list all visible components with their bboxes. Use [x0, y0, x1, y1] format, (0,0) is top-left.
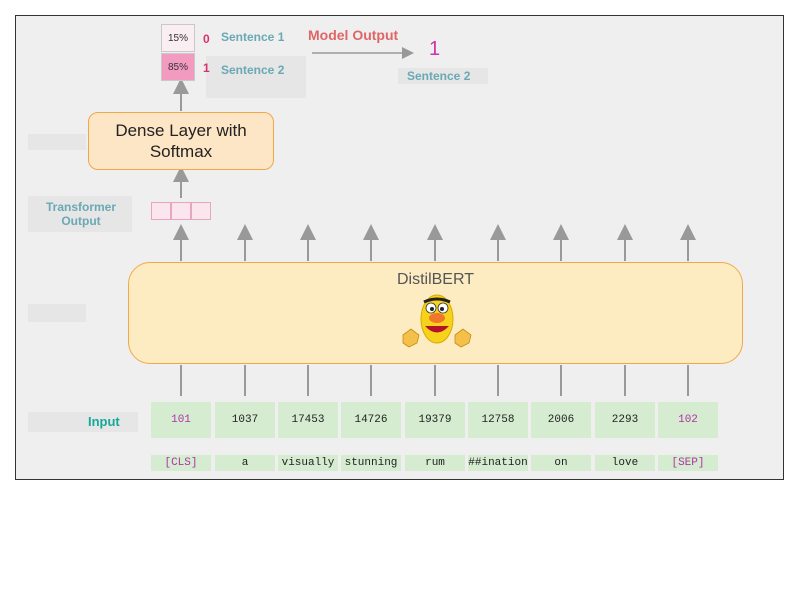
dense-layer-box: Dense Layer with Softmax	[88, 112, 274, 170]
token-text: [SEP]	[658, 455, 718, 471]
shade-panel	[28, 304, 86, 322]
token-id: 14726	[341, 402, 401, 438]
shade-panel	[28, 196, 132, 232]
token-id: 1037	[215, 402, 275, 438]
transformer-output-label: Transformer Output	[45, 200, 117, 228]
transformer-output-cell	[151, 202, 171, 220]
transformer-output-cell	[191, 202, 211, 220]
token-id: 2006	[531, 402, 591, 438]
model-name: DistilBERT	[396, 271, 475, 288]
transformer-output-cell	[171, 202, 191, 220]
predicted-label: Sentence 2	[407, 69, 471, 83]
bert-muppet-icon	[402, 294, 472, 348]
token-text: visually	[278, 455, 338, 471]
token-id: 19379	[405, 402, 465, 438]
token-id: 17453	[278, 402, 338, 438]
probability-cell-sentence-2: 85%	[161, 53, 195, 81]
shade-panel	[206, 56, 306, 98]
class-index-1: 1	[203, 61, 210, 75]
class-index-0: 0	[203, 32, 210, 46]
token-text: a	[215, 455, 275, 471]
class-label-sentence-1: Sentence 1	[221, 30, 285, 44]
token-text: on	[531, 455, 591, 471]
arrows-layer	[173, 47, 696, 396]
token-id: 101	[151, 402, 211, 438]
distilbert-box: DistilBERT	[128, 262, 743, 364]
model-output-label: Model Output	[308, 27, 399, 43]
predicted-class: 1	[429, 38, 441, 60]
token-text: love	[595, 455, 655, 471]
shade-panel	[28, 412, 138, 432]
shade-panel	[398, 68, 488, 84]
token-text: rum	[405, 455, 465, 471]
token-arrows	[173, 224, 696, 396]
token-id: 102	[658, 402, 718, 438]
token-id: 2293	[595, 402, 655, 438]
class-label-sentence-2: Sentence 2	[221, 63, 285, 77]
token-text: ##ination	[468, 455, 528, 471]
diagram-frame: 15% 85% 0 1 Sentence 1 Sentence 2 Model …	[15, 15, 784, 480]
probability-cell-sentence-1: 15%	[161, 24, 195, 52]
token-text: stunning	[341, 455, 401, 471]
token-id: 12758	[468, 402, 528, 438]
token-text: [CLS]	[151, 455, 211, 471]
input-label: Input	[88, 414, 120, 429]
shade-panel	[28, 134, 86, 150]
